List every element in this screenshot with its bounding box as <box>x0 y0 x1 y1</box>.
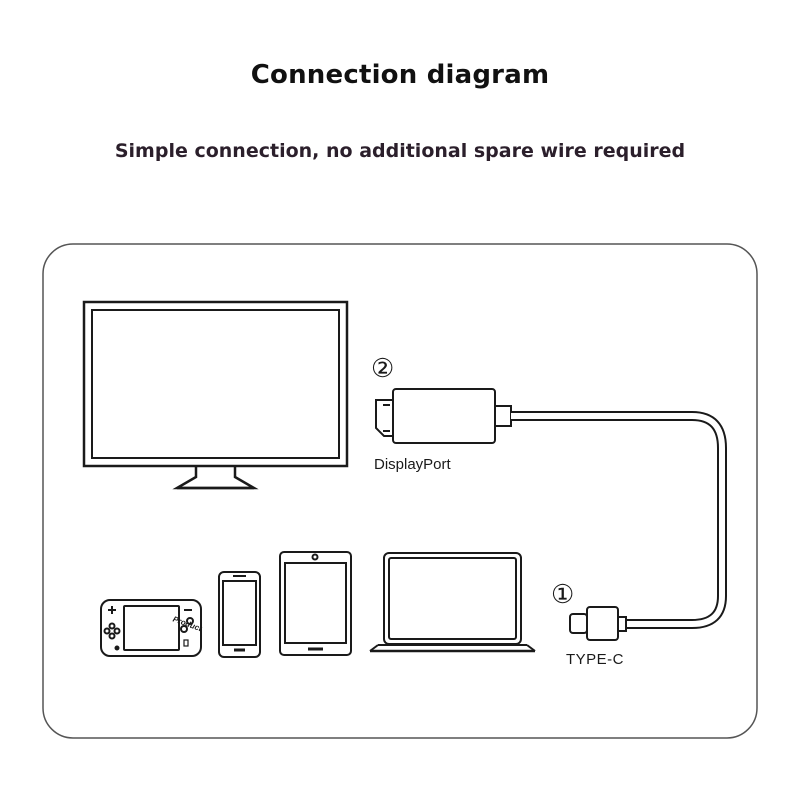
diagram-frame <box>42 243 758 739</box>
smartphone-icon <box>218 571 261 658</box>
cable <box>511 411 727 629</box>
type-c-connector-icon <box>569 606 627 641</box>
tablet-icon <box>279 551 352 656</box>
page-subtitle: Simple connection, no additional spare w… <box>114 140 686 162</box>
laptop-icon <box>369 552 536 653</box>
page-title: Connection diagram <box>250 60 550 90</box>
number-1-label: ① <box>551 579 574 609</box>
type-c-label: TYPE-C <box>566 651 624 668</box>
displayport-connector-icon <box>375 388 512 444</box>
number-2-label: ② <box>371 353 394 383</box>
displayport-label: DisplayPort <box>374 456 452 473</box>
game-console-icon <box>100 599 202 657</box>
monitor-icon <box>82 300 349 490</box>
